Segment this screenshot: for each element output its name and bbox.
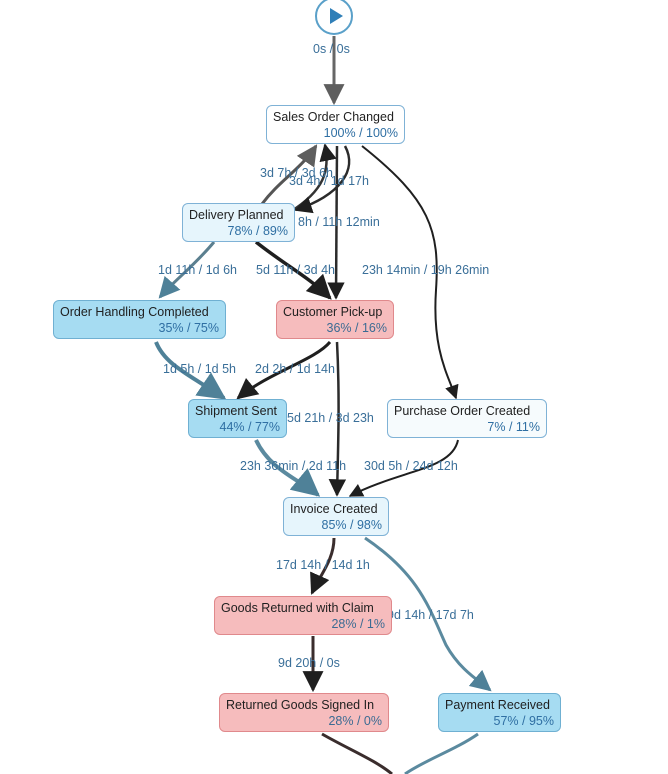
edge-label-goods-returned-to-signed-in: 9d 20h / 0s — [278, 656, 340, 670]
edge-label-delivery-side: 8h / 11h 12min — [298, 215, 380, 229]
node-shipment-sent[interactable]: Shipment Sent 44% / 77% — [188, 399, 287, 438]
edge-invoice-to-payment[interactable] — [364, 536, 492, 692]
node-delivery-planned[interactable]: Delivery Planned 78% / 89% — [182, 203, 295, 242]
edge-label-order-handling-to-shipment: 1d 5h / 1d 5h — [163, 362, 236, 376]
node-metric: 44% / 77% — [219, 420, 280, 434]
edge-payment-to-end[interactable] — [404, 732, 479, 774]
edge-purchase-to-invoice[interactable] — [348, 439, 459, 497]
node-metric: 35% / 75% — [158, 321, 219, 335]
edge-label-delivery-to-sales-a: 3d 7h / 3d 6h — [260, 166, 333, 180]
node-title: Returned Goods Signed In — [226, 698, 375, 712]
edge-label-purchase-to-invoice: 30d 5h / 24d 12h — [364, 459, 458, 473]
node-metric: 28% / 1% — [331, 617, 385, 631]
edge-pickup-to-shipment[interactable] — [236, 340, 332, 400]
edge-signed-in-to-end[interactable] — [321, 732, 393, 774]
edge-label-start-to-sales: 0s / 0s — [313, 42, 350, 56]
edge-shipment-to-invoice[interactable] — [254, 439, 321, 497]
node-metric: 36% / 16% — [326, 321, 387, 335]
node-metric: 100% / 100% — [323, 126, 398, 140]
node-customer-pickup[interactable]: Customer Pick-up 36% / 16% — [276, 300, 394, 339]
edge-label-sales-to-purchase: 23h 14min / 19h 26min — [362, 263, 489, 277]
node-metric: 7% / 11% — [487, 420, 540, 434]
process-start-node[interactable] — [315, 0, 353, 35]
node-goods-returned-with-claim[interactable]: Goods Returned with Claim 28% / 1% — [214, 596, 392, 635]
node-metric: 57% / 95% — [493, 714, 554, 728]
edge-label-shipment-to-invoice: 23h 36min / 2d 11h — [240, 459, 346, 473]
edge-delivery-to-order-handling[interactable] — [158, 241, 216, 299]
edge-label-shipment-side: 5d 21h / 3d 23h — [287, 411, 374, 425]
node-title: Sales Order Changed — [273, 110, 394, 124]
node-invoice-created[interactable]: Invoice Created 85% / 98% — [283, 497, 389, 536]
node-returned-goods-signed-in[interactable]: Returned Goods Signed In 28% / 0% — [219, 693, 389, 732]
edge-delivery-to-pickup[interactable] — [254, 240, 332, 300]
node-title: Delivery Planned — [189, 208, 284, 222]
node-payment-received[interactable]: Payment Received 57% / 95% — [438, 693, 561, 732]
node-title: Invoice Created — [290, 502, 378, 516]
edge-label-delivery-to-pickup: 5d 11h / 3d 4h — [256, 263, 335, 277]
node-title: Payment Received — [445, 698, 550, 712]
edge-label-invoice-to-payment: 9d 14h / 17d 7h — [387, 608, 474, 622]
node-title: Shipment Sent — [195, 404, 277, 418]
edge-invoice-to-goods-returned[interactable] — [310, 537, 336, 595]
node-title: Customer Pick-up — [283, 305, 383, 319]
node-metric: 85% / 98% — [321, 518, 382, 532]
node-metric: 78% / 89% — [227, 224, 288, 238]
node-sales-order-changed[interactable]: Sales Order Changed 100% / 100% — [266, 105, 405, 144]
node-metric: 28% / 0% — [328, 714, 382, 728]
node-order-handling-completed[interactable]: Order Handling Completed 35% / 75% — [53, 300, 226, 339]
edge-sales-to-purchase[interactable] — [361, 145, 459, 400]
edge-delivery-to-sales-a[interactable] — [260, 144, 318, 205]
edge-sales-to-pickup[interactable] — [327, 145, 345, 300]
node-purchase-order-created[interactable]: Purchase Order Created 7% / 11% — [387, 399, 547, 438]
edge-label-delivery-to-sales-b: 3d 4h / 1d 17h — [289, 174, 369, 188]
edge-pickup-to-invoice[interactable] — [328, 341, 347, 497]
node-title: Goods Returned with Claim — [221, 601, 374, 615]
edge-label-invoice-to-goods-returned: 17d 14h / 14d 1h — [276, 558, 370, 572]
edge-sales-to-delivery[interactable] — [294, 145, 351, 214]
edge-order-handling-to-shipment[interactable] — [154, 341, 227, 400]
node-title: Purchase Order Created — [394, 404, 531, 418]
play-icon — [330, 8, 343, 24]
edge-label-pickup-to-shipment: 2d 2h / 1d 14h — [255, 362, 335, 376]
edge-label-delivery-to-order-handling: 1d 11h / 1d 6h — [158, 263, 237, 277]
node-title: Order Handling Completed — [60, 305, 209, 319]
